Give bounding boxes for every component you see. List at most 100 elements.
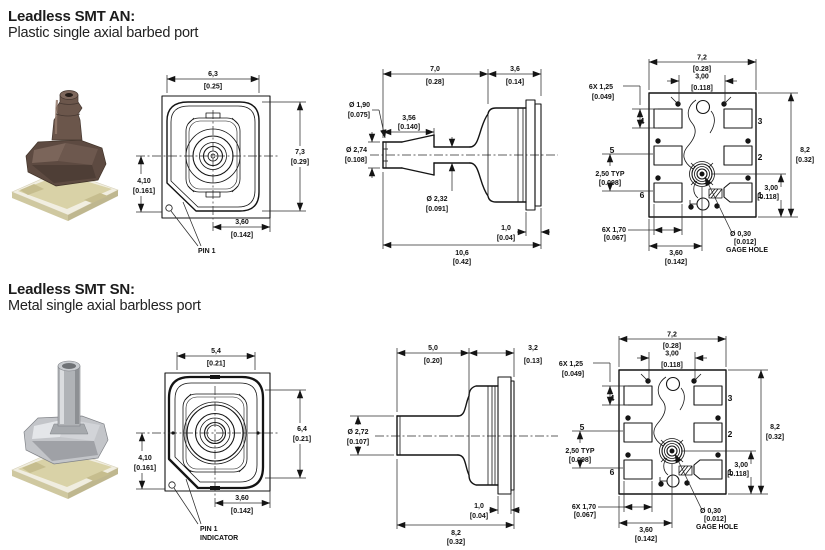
an-back-padw-mm: 6X 1,70: [602, 227, 626, 234]
an-front-left-in: [0.161]: [133, 188, 155, 195]
sn-back-gaged-mm: Ø 0,30: [700, 508, 721, 515]
product-photo-sn: [11, 360, 119, 499]
sn-back-center-in: [0.118]: [661, 362, 683, 369]
an-back-padw-in: [0.067]: [604, 235, 626, 242]
sn-pad-3: 3: [728, 393, 733, 403]
an-front-view-drawing: 6,3 [0.25] 7,3 [0.29] 4,10 [0.161] 3,60 …: [133, 71, 309, 255]
an-pad-3: 3: [758, 116, 763, 126]
sn-pad-2: 2: [728, 429, 733, 439]
section-an-title: Leadless SMT AN:: [8, 8, 136, 25]
sn-side-body-in: [0.13]: [524, 358, 542, 365]
an-back-pitch-in: [0.098]: [599, 180, 621, 187]
an-front-bottom-mm: 3,60: [235, 219, 249, 226]
sn-pad-5: 5: [580, 422, 585, 432]
sn-front-pin1-label: PIN 1: [200, 526, 218, 533]
sn-front-bottom-in: [0.142]: [231, 508, 253, 515]
sn-side-port-in: [0.20]: [424, 358, 442, 365]
an-side-view-drawing: 7,0 [0.28] 3,6 [0.14] Ø 1,90 [0.075] 3,5…: [345, 66, 558, 266]
an-back-view-drawing: 4 5 6 3 2 1 7,2 [0.28] 3,00 [0.118] 6X 1…: [589, 55, 814, 267]
an-side-tipod-in: [0.108]: [345, 157, 367, 164]
sn-back-pitch-in: [0.098]: [569, 457, 591, 464]
sn-back-height-mm: 8,2: [770, 424, 780, 431]
an-side-body-mm: 3,6: [510, 66, 520, 73]
sn-back-gage-label: GAGE HOLE: [696, 524, 738, 531]
an-side-pcb-mm: 1,0: [501, 225, 511, 232]
an-side-tubeod-in: [0.091]: [426, 206, 448, 213]
sn-back-padw-in: [0.067]: [574, 512, 596, 519]
sn-pad-4: 4: [610, 393, 615, 403]
an-side-body-in: [0.14]: [506, 79, 524, 86]
sn-side-overall-in: [0.32]: [447, 539, 465, 546]
product-photo-an: [11, 90, 119, 221]
sn-front-left-in: [0.161]: [134, 465, 156, 472]
sn-pad-6: 6: [610, 467, 615, 477]
sn-back-offset-mm: 3,00: [734, 462, 748, 469]
section-sn-header: Leadless SMT SN: Metal single axial barb…: [8, 281, 201, 314]
an-back-width-in: [0.28]: [693, 66, 711, 73]
sn-back-padw-mm: 6X 1,70: [572, 504, 596, 511]
sn-back-pitch-mm: 2,50 TYP: [565, 448, 595, 455]
section-an-subtitle: Plastic single axial barbed port: [8, 25, 199, 41]
an-front-width-in: [0.25]: [204, 84, 222, 91]
an-front-left-mm: 4,10: [137, 178, 151, 185]
an-back-height-mm: 8,2: [800, 147, 810, 154]
sn-back-offset-in: [0.118]: [727, 471, 749, 478]
an-side-port-in: [0.28]: [426, 79, 444, 86]
sn-side-pcb-mm: 1,0: [474, 503, 484, 510]
sn-back-gaged-in: [0.012]: [704, 516, 726, 523]
sn-side-pcb-in: [0.04]: [470, 513, 488, 520]
an-back-offset-in: [0.118]: [757, 194, 779, 201]
an-back-gaged-in: [0.012]: [734, 239, 756, 246]
an-side-overall-mm: 10,6: [455, 250, 469, 257]
an-side-tubeod-mm: Ø 2,32: [426, 196, 447, 203]
an-side-overall-in: [0.42]: [453, 259, 471, 266]
an-back-gagex-in: [0.142]: [665, 259, 687, 266]
an-side-pcb-in: [0.04]: [497, 235, 515, 242]
an-back-pitch-mm: 2,50 TYP: [595, 171, 625, 178]
an-front-width-mm: 6,3: [208, 71, 218, 78]
sn-front-left-mm: 4,10: [138, 455, 152, 462]
sn-front-bottom-mm: 3,60: [235, 495, 249, 502]
sn-side-tubeod-in: [0.107]: [347, 439, 369, 446]
sn-back-gagex-in: [0.142]: [635, 536, 657, 543]
sn-front-width-in: [0.21]: [207, 361, 225, 368]
an-pad-6: 6: [640, 190, 645, 200]
an-front-bottom-in: [0.142]: [231, 232, 253, 239]
an-back-center-mm: 3,00: [695, 74, 709, 81]
sn-side-tubeod-mm: Ø 2,72: [347, 429, 368, 436]
sn-back-padh-mm: 6X 1,25: [559, 361, 583, 368]
sn-side-body-mm: 3,2: [528, 345, 538, 352]
an-side-tipod-mm: Ø 2,74: [346, 147, 367, 154]
sn-front-pin1-label2: INDICATOR: [200, 535, 238, 542]
sn-side-view-drawing: 5,0 [0.20] 3,2 [0.13] Ø 2,72 [0.107] 1,0…: [347, 345, 558, 546]
sn-side-port-mm: 5,0: [428, 345, 438, 352]
an-back-center-in: [0.118]: [691, 85, 713, 92]
sn-front-height-in: [0.21]: [293, 436, 311, 443]
an-back-height-in: [0.32]: [796, 157, 814, 164]
sn-front-height-mm: 6,4: [297, 426, 307, 433]
an-side-barb-mm: 3,56: [402, 115, 416, 122]
an-pad-1: 1: [758, 190, 763, 200]
an-pad-4: 4: [640, 116, 645, 126]
an-front-pin1-label: PIN 1: [198, 248, 216, 255]
sn-back-gagex-mm: 3,60: [639, 527, 653, 534]
an-front-height-mm: 7,3: [295, 149, 305, 156]
an-pad-2: 2: [758, 152, 763, 162]
an-front-height-in: [0.29]: [291, 159, 309, 166]
an-back-width-mm: 7,2: [697, 55, 707, 62]
an-pad-5: 5: [610, 145, 615, 155]
an-back-gage-label: GAGE HOLE: [726, 247, 768, 254]
an-side-tipid-mm: Ø 1,90: [349, 102, 370, 109]
sn-back-padh-in: [0.049]: [562, 371, 584, 378]
an-back-padh-mm: 6X 1,25: [589, 84, 613, 91]
an-back-padh-in: [0.049]: [592, 94, 614, 101]
sn-back-height-in: [0.32]: [766, 434, 784, 441]
an-back-gagex-mm: 3,60: [669, 250, 683, 257]
an-side-tipid-in: [0.075]: [348, 112, 370, 119]
sn-back-view-drawing: 4 5 6 3 2 1 7,2 [0.28] 3,00 [0.118] 6X 1…: [559, 332, 784, 544]
sn-front-view-drawing: 5,4 [0.21] 6,4 [0.21] 4,10 [0.161] 3,60 …: [134, 348, 311, 542]
sn-back-width-in: [0.28]: [663, 343, 681, 350]
an-back-gaged-mm: Ø 0,30: [730, 231, 751, 238]
an-side-port-mm: 7,0: [430, 66, 440, 73]
